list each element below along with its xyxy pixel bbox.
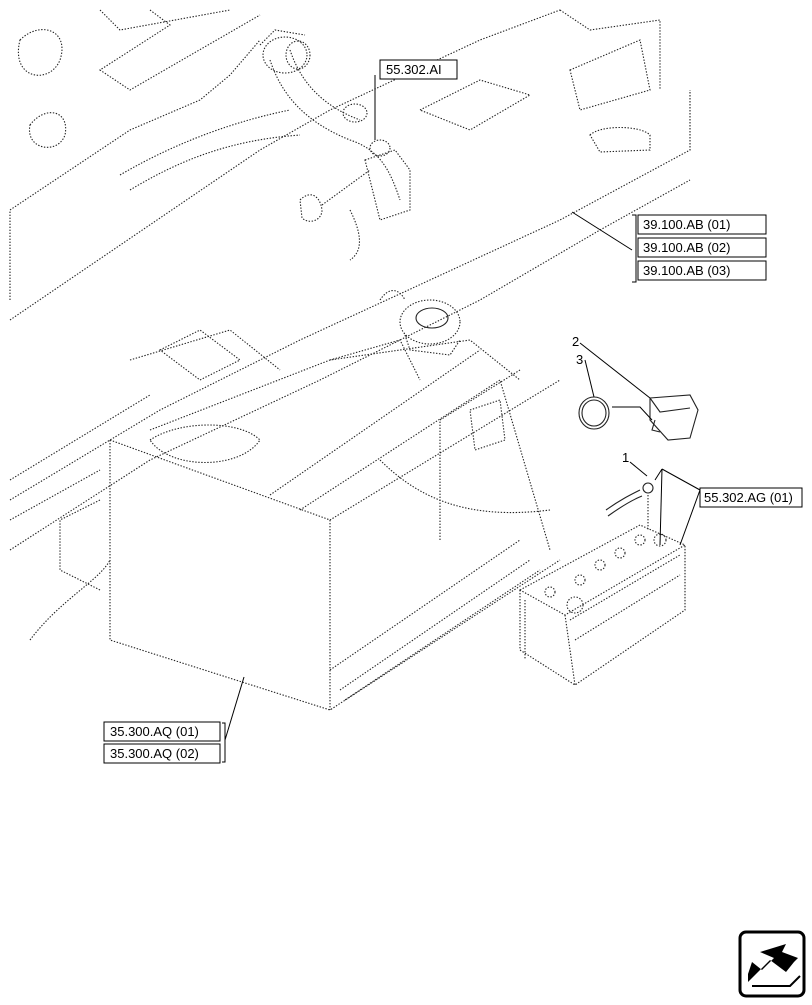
battery-cable (605, 482, 654, 530)
fuel-tank-cap (379, 290, 461, 356)
ref-39100AB-02[interactable]: 39.100.AB (02) (637, 237, 767, 258)
chassis-frame (9, 9, 691, 641)
ref-35300AQ-02[interactable]: 35.300.AQ (02) (103, 743, 221, 764)
callout-1: 1 (622, 450, 629, 465)
ref-39100AB-01[interactable]: 39.100.AB (01) (637, 214, 767, 235)
svg-text:39.100.AB (02): 39.100.AB (02) (643, 240, 730, 255)
battery (518, 524, 687, 686)
terminal-cover (649, 394, 699, 441)
svg-text:39.100.AB (01): 39.100.AB (01) (643, 217, 730, 232)
callout-3: 3 (576, 352, 583, 367)
ref-39100AB-03[interactable]: 39.100.AB (03) (637, 260, 767, 281)
svg-text:55.302.AI: 55.302.AI (386, 62, 442, 77)
svg-text:35.300.AQ (02): 35.300.AQ (02) (110, 746, 199, 761)
battery-box (109, 329, 561, 711)
svg-text:39.100.AB (03): 39.100.AB (03) (643, 263, 730, 278)
clip-ring (578, 396, 610, 430)
exhaust-pipe (119, 29, 401, 201)
ref-55302AG-01[interactable]: 55.302.AG (01) (699, 487, 803, 508)
ref-35300AQ-01[interactable]: 35.300.AQ (01) (103, 721, 221, 742)
sensor-assembly (299, 103, 411, 261)
leader-lines (222, 75, 701, 763)
callout-2: 2 (572, 334, 579, 349)
svg-text:55.302.AG (01): 55.302.AG (01) (704, 490, 793, 505)
ref-55302AI[interactable]: 55.302.AI (379, 59, 458, 80)
next-page-arrow-icon[interactable] (738, 930, 806, 998)
svg-text:35.300.AQ (01): 35.300.AQ (01) (110, 724, 199, 739)
